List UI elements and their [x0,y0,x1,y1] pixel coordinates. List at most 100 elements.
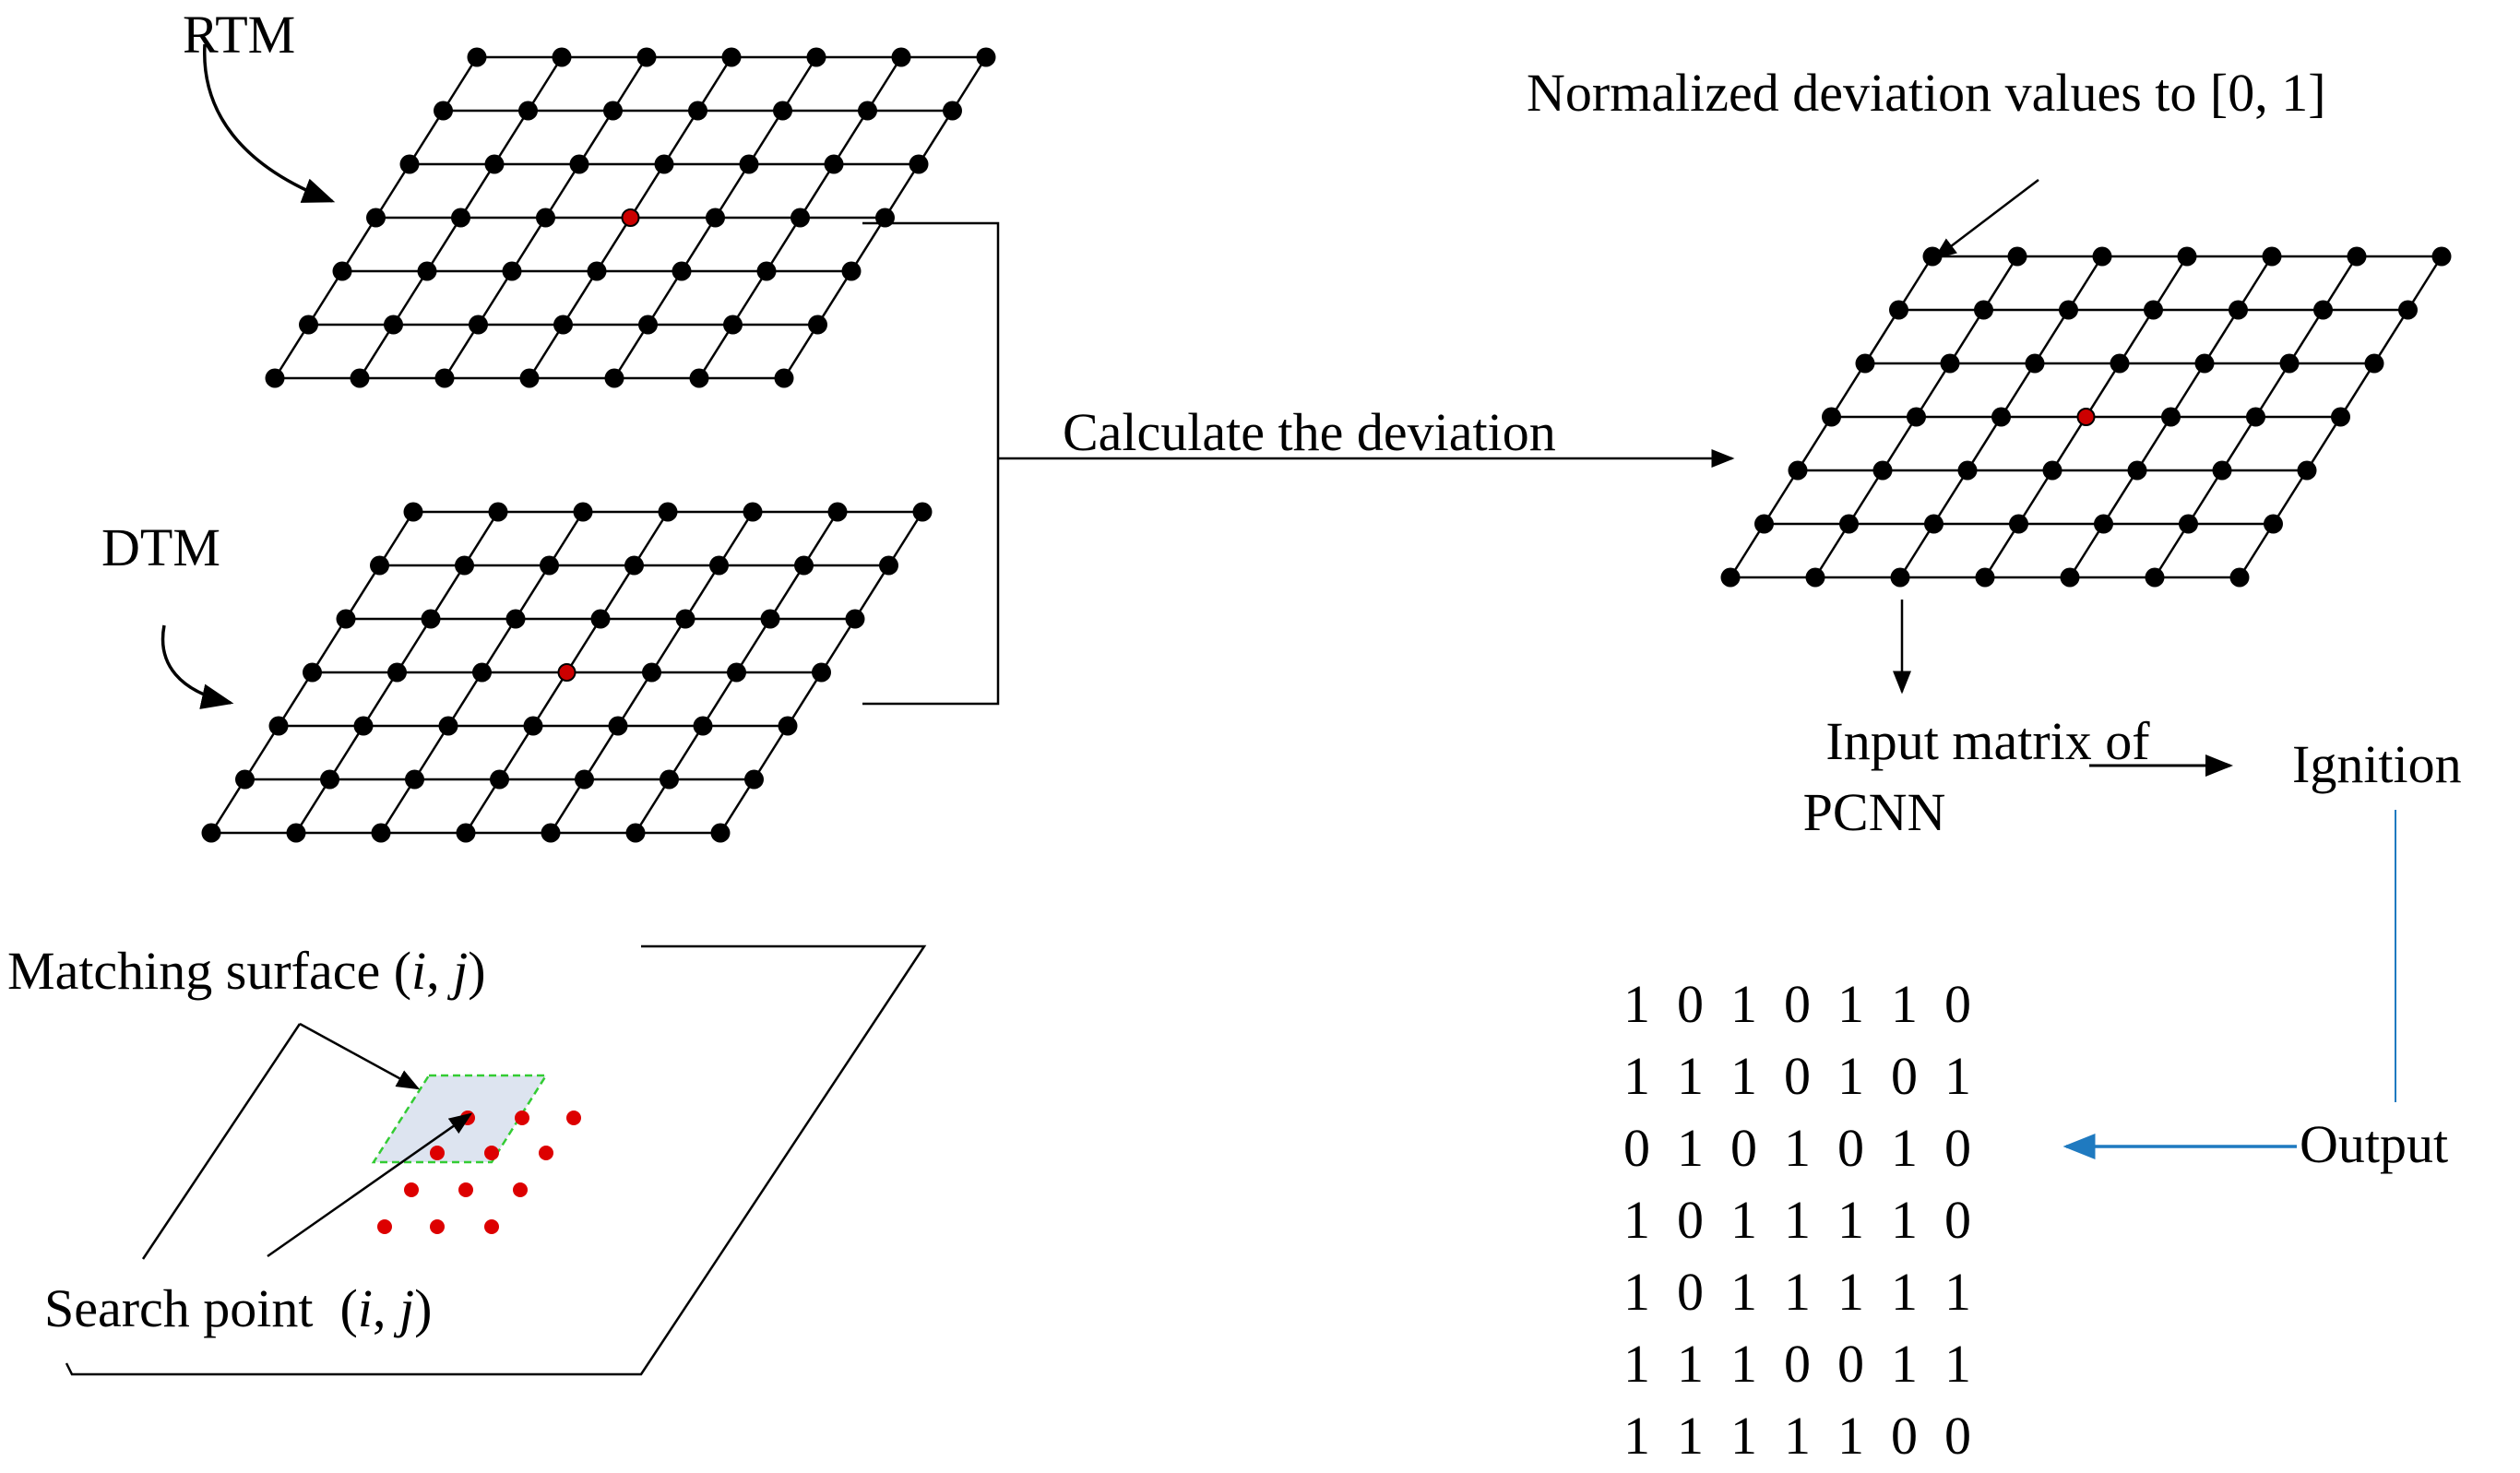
grid-edge [273,324,310,379]
grid-node [2060,567,2080,588]
calculate-deviation-label: Calculate the deviation [1063,402,1556,462]
matrix-row: 1 1 1 1 1 0 0 [1623,1406,1971,1466]
grid-edge [917,110,954,165]
grid-node [455,555,474,576]
grid-node [2229,567,2250,588]
matching-surface-label: Matching surface (i, j) [7,941,486,1001]
grid-node [490,769,509,790]
grid-edge [1729,523,1765,578]
grid-node [417,261,437,281]
grid-node [824,154,844,174]
grid-edge [443,324,480,379]
grid-node [2009,514,2028,534]
grid-node [405,769,424,790]
grid-node [587,261,607,281]
grid-edge [781,56,818,112]
grid-node [518,101,538,121]
grid-edge [2085,362,2122,418]
grid-node [2094,514,2113,534]
grid-node [909,154,929,174]
grid-node [1805,567,1825,588]
rtm-label: RTM [183,5,295,65]
matching-pointer-arrow [299,1022,421,1090]
search-point-text: Search point ( [44,1278,358,1338]
grid-edge [379,778,416,834]
grid-node-highlight [557,663,577,682]
grid-edge [2339,362,2376,418]
grid-node [760,609,780,629]
grid-edge [378,511,415,566]
grid-edge [1863,309,1900,364]
grid-node [336,609,356,629]
search-point-dot [377,1219,392,1234]
grid-edge [442,56,479,112]
grid-node [467,47,487,67]
grid-node [1975,567,1995,588]
grid-node [943,101,962,121]
grid-edge [1966,416,2003,471]
grid-edge [1915,362,1952,418]
matrix-row: 1 1 1 0 1 0 1 [1623,1046,1971,1106]
grid-edge [884,163,921,219]
grid-node [434,101,453,121]
grid-node [710,823,731,843]
grid-edge [719,778,755,834]
grid-node-highlight [621,208,640,227]
grid-node [370,555,389,576]
grid-node [299,315,318,335]
grid-edge [753,725,790,780]
grid-node [912,502,933,522]
search-point-dot [515,1111,529,1125]
grid-edge [612,56,648,112]
grid-edge [548,511,585,566]
grid-node [320,769,339,790]
grid-edge [616,671,653,727]
grid-edge [714,163,751,219]
search-coord-i: i [358,1278,373,1338]
grid-node [573,502,593,522]
grid-edge [595,217,632,272]
grid-node [472,662,492,683]
grid-edge [2169,362,2206,418]
grid-node [2161,407,2181,427]
grid-edge [832,110,869,165]
grid-edge [1932,469,1969,525]
grid-node [536,208,555,228]
grid-node [812,662,831,683]
grid-node [2212,460,2232,481]
grid-edge [565,618,602,673]
matrix-row: 1 1 1 0 0 1 1 [1623,1334,1971,1394]
grid-edge [701,671,738,727]
grid-node [2229,300,2248,320]
grid-edge [307,270,344,326]
grid-edge [510,217,547,272]
grid-edge [1881,416,1918,471]
grid-node [1822,407,1841,427]
grid-edge [2050,416,2087,471]
grid-node [709,555,729,576]
grid-node [1788,460,1808,481]
grid-node [2431,246,2452,267]
search-points [377,1111,581,1234]
grid-edge [2322,255,2359,311]
grid-node [2398,300,2418,320]
grid-edge [799,163,836,219]
matrix-row: 1 0 1 0 1 1 0 [1623,974,1971,1034]
grid-edge [477,270,514,326]
grid-node [484,154,505,174]
search-point-dot [460,1111,475,1125]
grid-edge [1983,523,2020,578]
grid-edge [328,725,365,780]
grid-edge [446,671,483,727]
grid-edge [481,618,517,673]
grid-edge [2017,469,2054,525]
grid-node [523,716,543,736]
grid-node [1924,514,1943,534]
grid-edge [311,618,348,673]
matrix-row: 1 0 1 1 1 1 0 [1623,1190,1971,1250]
matching-coord-sep: , [426,941,453,1001]
grid-edge [2102,469,2139,525]
grid-edge [768,564,805,620]
grid-node [739,154,759,174]
grid-node [421,609,441,629]
